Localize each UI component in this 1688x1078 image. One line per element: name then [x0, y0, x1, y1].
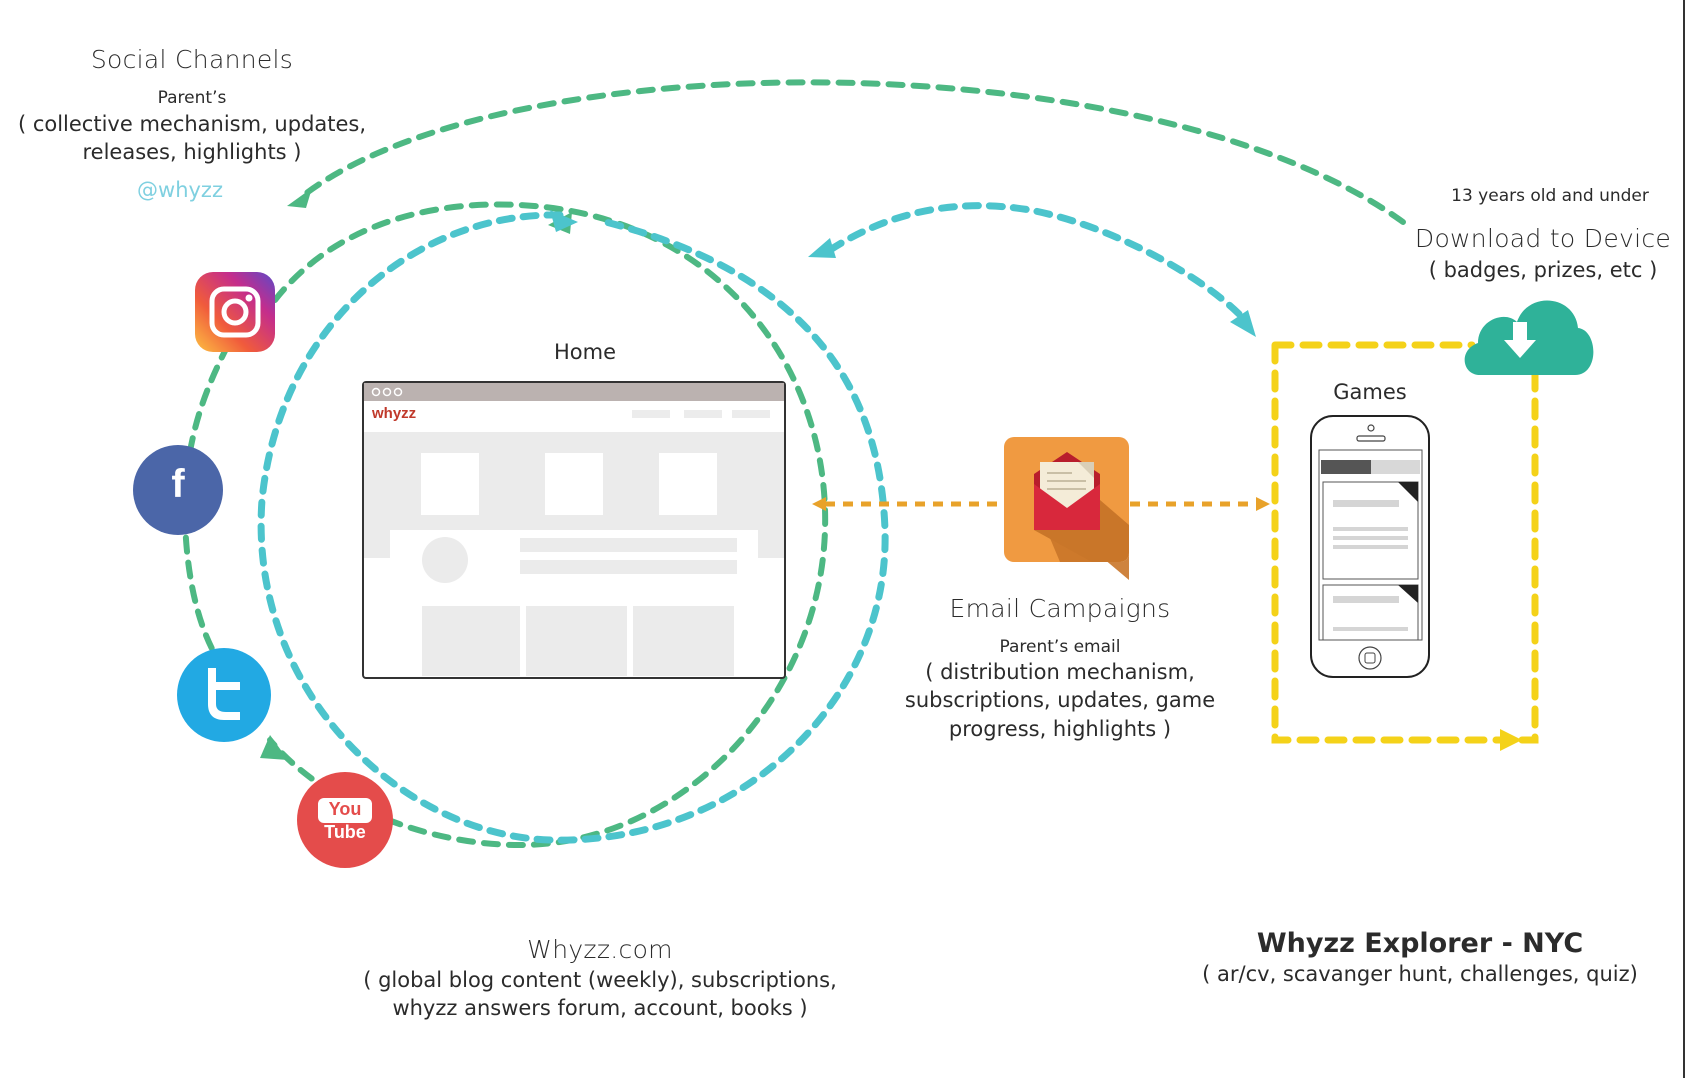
email-desc-line3: progress, highlights ): [948, 717, 1172, 741]
website-desc-line2: whyzz answers forum, account, books ): [392, 996, 808, 1020]
connector-website-loop: [257, 211, 889, 844]
youtube-icon[interactable]: [297, 772, 393, 868]
website-title: Whyzz.com: [527, 935, 673, 964]
connector-social-loop: [267, 201, 829, 849]
youtube-glyph-top: You: [328, 799, 362, 819]
email-subtitle: Parent’s email: [999, 637, 1121, 657]
connector-website-to-games: [826, 202, 1244, 319]
social-desc-line1: ( collective mechanism, updates,: [17, 112, 367, 136]
connector-download-to-social: [297, 79, 1406, 225]
facebook-glyph: f: [171, 462, 185, 506]
arrowhead-social: [287, 188, 312, 208]
email-desc-line2: subscriptions, updates, game: [904, 688, 1216, 712]
arrowhead-orange-right: [1256, 497, 1270, 511]
social-desc-line2: releases, highlights ): [82, 140, 302, 164]
social-subtitle: Parent’s: [157, 88, 227, 108]
home-logo: whyzz: [372, 405, 417, 422]
explorer-title: Whyzz Explorer - NYC: [1256, 928, 1584, 959]
games-label: Games: [1333, 380, 1407, 404]
arrowhead-green-twitter: [260, 735, 288, 760]
social-title: Social Channels: [90, 45, 294, 74]
browser-window-icon: [362, 381, 786, 679]
games-frame: [1271, 341, 1539, 744]
social-handle[interactable]: @whyzz: [137, 178, 223, 202]
arrowhead-orange-left: [812, 497, 826, 511]
email-envelope-icon[interactable]: [1004, 437, 1129, 580]
website-desc-line1: ( global blog content (weekly), subscrip…: [363, 968, 837, 992]
home-label: Home: [553, 340, 616, 364]
arrowhead-teal-website: [808, 238, 836, 258]
arrowhead-yellow: [1500, 729, 1522, 751]
email-desc-line1: ( distribution mechanism,: [925, 660, 1195, 684]
explorer-desc: ( ar/cv, scavanger hunt, challenges, qui…: [1202, 962, 1638, 986]
arrowhead-teal-top: [550, 210, 578, 232]
phone-icon: [1310, 415, 1430, 678]
facebook-icon[interactable]: [133, 445, 223, 535]
email-title: Email Campaigns: [949, 594, 1171, 623]
download-note: 13 years old and under: [1451, 186, 1649, 206]
download-title: Download to Device: [1414, 224, 1672, 253]
twitter-icon[interactable]: [177, 648, 271, 742]
download-desc: ( badges, prizes, etc ): [1428, 258, 1658, 282]
cloud-download-icon[interactable]: [1464, 300, 1594, 375]
arrowhead-teal-games: [1230, 310, 1256, 337]
youtube-glyph-bottom: Tube: [324, 822, 366, 842]
instagram-icon[interactable]: [195, 272, 275, 352]
